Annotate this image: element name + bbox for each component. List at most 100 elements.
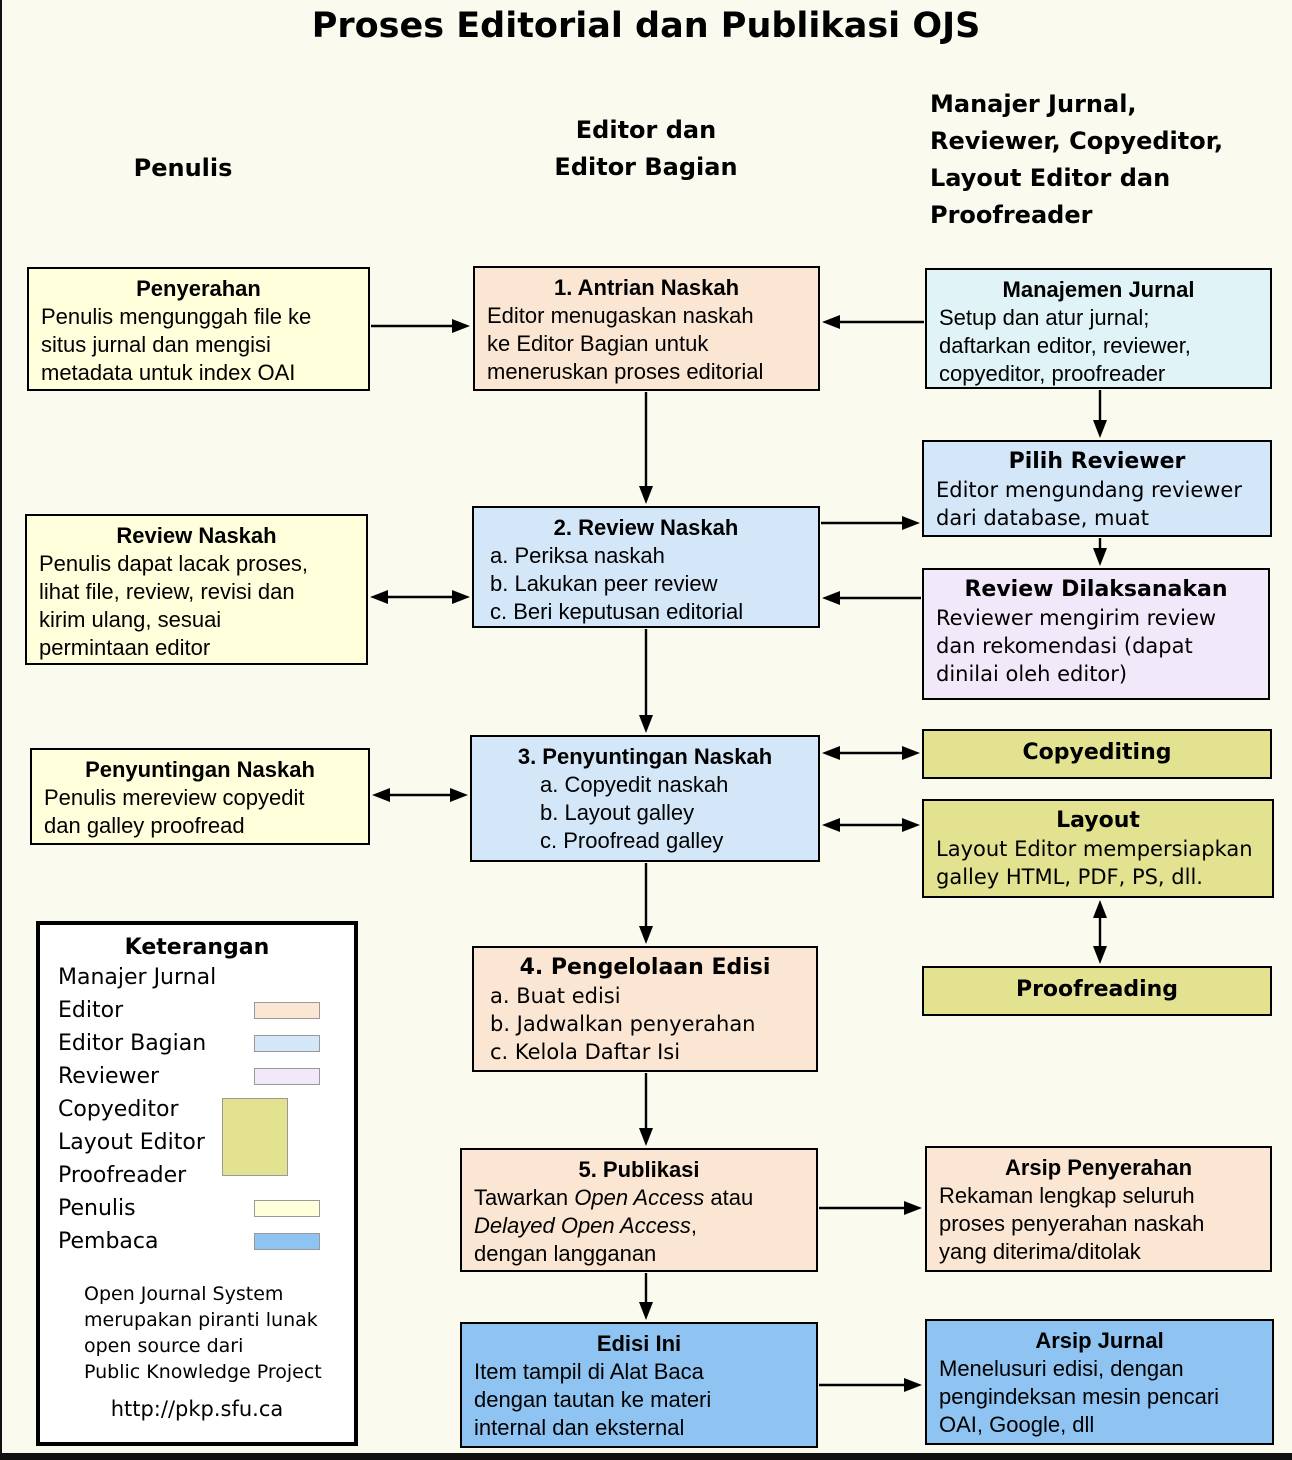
legend-label: Reviewer (58, 1064, 160, 1089)
box-copyediting: Copyediting (922, 729, 1272, 779)
box-arsip-penyerahan: Arsip Penyerahan Rekaman lengkap seluruh… (925, 1146, 1272, 1272)
arrowhead-pengelolaan_edisi (639, 926, 653, 944)
list-item: c. Kelola Daftar Isi (490, 1040, 681, 1064)
box-penyerahan: Penyerahan Penulis mengunggah file ke si… (27, 267, 370, 391)
box-manajemen-jurnal: Manajemen Jurnal Setup dan atur jurnal; … (925, 268, 1272, 389)
legend-swatch (254, 1200, 320, 1217)
box-title: Proofreading (1015, 977, 1179, 1002)
box-body: Rekaman lengkap seluruh proses penyeraha… (939, 1183, 1205, 1264)
legend-item: Copyeditor (40, 1093, 354, 1126)
legend-label: Layout Editor (58, 1130, 205, 1155)
box-body: Item tampil di Alat Baca dengan tautan k… (474, 1359, 712, 1440)
arrowhead-penyuntingan_naskah (822, 818, 840, 832)
legend-item: Reviewer (40, 1060, 354, 1093)
box-body: Reviewer mengirim review dan rekomendasi… (936, 606, 1217, 686)
box-title: Review Dilaksanakan (964, 577, 1228, 602)
box-title: 3. Penyuntingan Naskah (517, 744, 773, 769)
arrowhead-review_dilaksanakan (1093, 548, 1107, 566)
box-body: Menelusuri edisi, dengan pengindeksan me… (939, 1356, 1220, 1437)
box-title: 1. Antrian Naskah (553, 275, 740, 300)
arrowhead-penyuntingan_naskah (450, 788, 468, 802)
box-body: Setup dan atur jurnal; daftarkan editor,… (939, 305, 1191, 386)
box-title: Pilih Reviewer (1008, 449, 1186, 474)
arrowhead-review_naskah (452, 590, 470, 604)
box-title: Penyuntingan Naskah (85, 757, 315, 782)
legend-swatch (254, 1068, 320, 1085)
box-title: Arsip Penyerahan (1004, 1155, 1193, 1180)
legend-label: Editor Bagian (58, 1031, 207, 1056)
box-proofreading: Proofreading (922, 966, 1272, 1016)
arrowhead-review_naskah_penulis (370, 590, 388, 604)
arrowhead-proofreading (1093, 946, 1107, 964)
box-antrian-naskah: 1. Antrian Naskah Editor menugaskan nask… (473, 266, 820, 391)
arrowhead-antrian_naskah (452, 319, 470, 333)
box-title: 2. Review Naskah (553, 515, 739, 540)
box-body: Editor mengundang reviewer dari database… (936, 478, 1242, 530)
arrowhead-layout (1093, 900, 1107, 918)
text-run: atau (710, 1185, 754, 1210)
box-title: Penyerahan (136, 276, 261, 301)
list-item: a. Buat edisi (490, 984, 621, 1008)
arrowhead-edisi_ini (639, 1302, 653, 1320)
page-left-border (0, 0, 2, 1460)
text-run: , dengan langganan (474, 1213, 697, 1266)
arrowhead-antrian_naskah (822, 315, 840, 329)
italic-text-run: Delayed Open Access (474, 1213, 691, 1238)
box-layout: Layout Layout Editor mempersiapkan galle… (922, 799, 1274, 898)
box-body: Penulis mengunggah file ke situs jurnal … (41, 304, 312, 385)
box-penyuntingan-naskah: 3. Penyuntingan Naskah a. Copyedit naska… (470, 735, 820, 862)
legend-url: http://pkp.sfu.ca (110, 1397, 284, 1421)
arrowhead-copyediting (902, 746, 920, 760)
box-arsip-jurnal: Arsip Jurnal Menelusuri edisi, dengan pe… (925, 1319, 1274, 1445)
box-pilih-reviewer: Pilih Reviewer Editor mengundang reviewe… (922, 440, 1272, 537)
legend-label: Pembaca (58, 1229, 159, 1254)
arrowhead-arsip_jurnal (904, 1378, 922, 1392)
italic-text-run: Open Access (574, 1185, 705, 1210)
box-title: Edisi Ini (596, 1331, 682, 1356)
box-title: 4. Pengelolaan Edisi (519, 955, 771, 980)
legend-label: Penulis (58, 1196, 136, 1221)
box-title: Copyediting (1022, 740, 1172, 765)
legend-item: Proofreader (40, 1159, 354, 1192)
box-title: Arsip Jurnal (1035, 1328, 1164, 1353)
box-body: Penulis dapat lacak proses, lihat file, … (39, 551, 309, 660)
arrowhead-penyuntingan_naskah (822, 746, 840, 760)
arrowhead-pilih_reviewer (1093, 420, 1107, 438)
box-title: Manajemen Jurnal (1002, 277, 1195, 302)
legend-title: Keterangan (124, 935, 270, 960)
legend-label: Proofreader (58, 1163, 187, 1188)
list-item: a. Copyedit naskah (540, 772, 729, 797)
text-run: Tawarkan (474, 1185, 575, 1210)
list-item: c. Proofread galley (540, 828, 724, 853)
diagram-title: Proses Editorial dan Publikasi OJS (311, 6, 981, 46)
list-item: b. Lakukan peer review (490, 571, 718, 596)
legend-label: Manajer Jurnal (58, 965, 217, 990)
column-header-penulis: Penulis (133, 154, 233, 182)
legend-label: Copyeditor (58, 1097, 179, 1122)
box-body: Layout Editor mempersiapkan galley HTML,… (936, 837, 1253, 889)
legend-swatch (254, 1035, 320, 1052)
box-edisi-ini: Edisi Ini Item tampil di Alat Baca denga… (460, 1322, 818, 1448)
legend-item: Manajer Jurnal (40, 961, 354, 994)
legend-item: Layout Editor (40, 1126, 354, 1159)
legend-item: Penulis (40, 1192, 354, 1225)
column-header-editor: Editor dan Editor Bagian (554, 116, 738, 181)
arrowhead-publikasi (639, 1128, 653, 1146)
arrowhead-arsip_penyerahan (904, 1201, 922, 1215)
box-penyuntingan-naskah-penulis: Penyuntingan Naskah Penulis mereview cop… (30, 748, 370, 845)
legend-item: Editor (40, 994, 354, 1027)
legend-swatch (254, 1002, 320, 1019)
box-title: Review Naskah (116, 523, 277, 548)
legend-swatch (254, 1233, 320, 1250)
legend-label: Editor (58, 998, 124, 1023)
arrowhead-penyuntingan_naskah (639, 715, 653, 733)
legend-item: Editor Bagian (40, 1027, 354, 1060)
arrowhead-layout (902, 818, 920, 832)
box-title: Layout (1056, 808, 1140, 833)
